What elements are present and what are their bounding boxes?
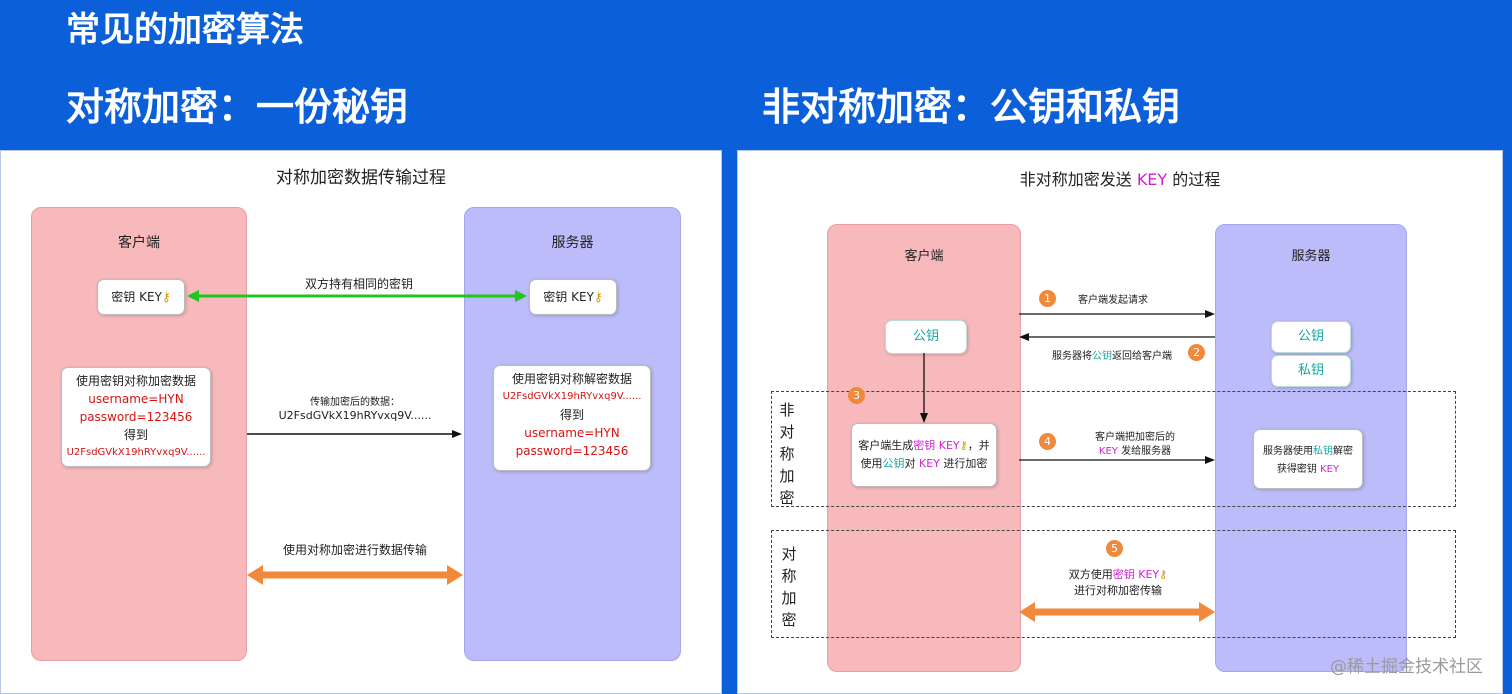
- step-1-label: 客户端发起请求: [1078, 295, 1148, 306]
- step-4-label: 客户端把加密后的 KEY 发给服务器: [1095, 432, 1175, 457]
- asymmetric-diagram-title: 非对称加密发送 KEY 的过程: [738, 166, 1502, 190]
- step-1-badge: 1: [1039, 290, 1056, 307]
- client-encrypt-line1: 使用密钥对称加密数据: [75, 374, 196, 388]
- client-use-public-key: 公钥: [882, 457, 905, 470]
- client-generate-key: 密钥 KEY: [913, 439, 960, 452]
- client-key-box: 密钥 KEY⚷: [97, 279, 185, 315]
- server-decrypt-line1: 使用密钥对称解密数据: [511, 372, 632, 386]
- client-use-prefix: 使用: [860, 457, 883, 470]
- server-get-key: KEY: [1320, 464, 1340, 475]
- client-title: 客户端: [904, 249, 944, 264]
- symmetric-diagram-panel: 对称加密数据传输过程 客户端 服务器 密钥 KEY⚷ 密钥 KEY⚷ 双方持有相…: [0, 150, 722, 694]
- title-key: KEY: [1136, 170, 1168, 189]
- step-4-badge: 4: [1039, 433, 1056, 450]
- client-generate-key-box: 客户端生成密钥 KEY⚷，并 使用公钥对 KEY 进行加密: [851, 423, 997, 487]
- symmetric-section-label: 对称加密: [781, 545, 797, 629]
- title-prefix: 非对称加密发送: [1019, 170, 1137, 189]
- asymmetric-diagram-panel: 非对称加密发送 KEY 的过程 客户端 服务器 非对称加密 对称加密 公钥 客户…: [737, 150, 1503, 694]
- key-icon: ⚷: [593, 290, 603, 304]
- server-get-prefix: 获得密钥: [1276, 464, 1321, 475]
- transfer-ciphertext: U2FsdGVkX19hRYvxq9V......: [278, 409, 432, 422]
- server-title: 服务器: [551, 235, 594, 251]
- server-password: password=123456: [515, 444, 629, 458]
- symmetric-arrows: [187, 290, 527, 585]
- client-generate-prefix: 客户端生成: [858, 439, 914, 452]
- symmetric-section: [771, 530, 1456, 638]
- server-decrypt-box: 服务器使用私钥解密 获得密钥 KEY: [1253, 429, 1363, 489]
- server-key-box: 密钥 KEY⚷: [529, 279, 617, 315]
- symmetric-heading: 对称加密：一份秘钥: [66, 85, 409, 129]
- server-get-label: 得到: [559, 408, 584, 422]
- server-decrypt-box: 使用密钥对称解密数据 U2FsdGVkX19hRYvxq9V...... 得到 …: [493, 365, 651, 471]
- client-public-key-box: 公钥: [885, 320, 967, 354]
- step-5-label: 双方使用密钥 KEY⚷ 进行对称加密传输: [1068, 568, 1168, 597]
- step-2-label: 服务器将公钥返回给客户端: [1052, 351, 1172, 362]
- server-private-key: 私钥: [1313, 446, 1333, 457]
- title-suffix: 的过程: [1167, 170, 1221, 189]
- client-password: password=123456: [79, 410, 193, 424]
- client-title: 客户端: [118, 235, 160, 251]
- symmetric-transfer-label: 使用对称加密进行数据传输: [282, 543, 427, 557]
- symmetric-diagram-title: 对称加密数据传输过程: [276, 168, 446, 188]
- page-title: 常见的加密算法: [66, 10, 304, 50]
- server-username: username=HYN: [524, 426, 620, 440]
- shared-key-label: 双方持有相同的密钥: [304, 277, 413, 291]
- server-private-key-box: 私钥: [1271, 355, 1351, 387]
- step-2-badge: 2: [1188, 344, 1205, 361]
- client-username: username=HYN: [88, 392, 184, 406]
- client-use-key: KEY: [919, 457, 940, 470]
- client-key-label: 密钥 KEY: [111, 290, 162, 304]
- key-icon: ⚷: [959, 439, 968, 452]
- client-use-mid: 对: [904, 457, 920, 470]
- client-get-label: 得到: [123, 428, 148, 442]
- transfer-label: 传输加密后的数据：: [310, 397, 400, 408]
- client-generate-suffix: ，并: [967, 439, 990, 452]
- server-title: 服务器: [1291, 249, 1331, 264]
- client-use-suffix: 进行加密: [939, 457, 988, 470]
- asymmetric-heading: 非对称加密：公钥和私钥: [762, 85, 1181, 129]
- watermark: @稀土掘金技术社区: [1330, 657, 1483, 677]
- client-encrypt-box: 使用密钥对称加密数据 username=HYN password=123456 …: [61, 367, 211, 467]
- key-icon: ⚷: [161, 290, 171, 304]
- key-icon: ⚷: [1159, 568, 1168, 581]
- server-use-prefix: 服务器使用: [1263, 446, 1313, 457]
- asymmetric-section: [771, 391, 1456, 507]
- asymmetric-section-label: 非对称加密: [779, 401, 795, 507]
- server-use-suffix: 解密: [1333, 446, 1353, 457]
- server-ciphertext: U2FsdGVkX19hRYvxq9V......: [502, 391, 642, 402]
- server-public-key-box: 公钥: [1271, 321, 1351, 353]
- server-key-label: 密钥 KEY: [543, 290, 594, 304]
- step-5-badge: 5: [1106, 540, 1123, 557]
- step-3-badge: 3: [848, 387, 865, 404]
- client-ciphertext: U2FsdGVkX19hRYvxq9V......: [66, 447, 206, 458]
- asymmetric-arrows: [920, 310, 1215, 622]
